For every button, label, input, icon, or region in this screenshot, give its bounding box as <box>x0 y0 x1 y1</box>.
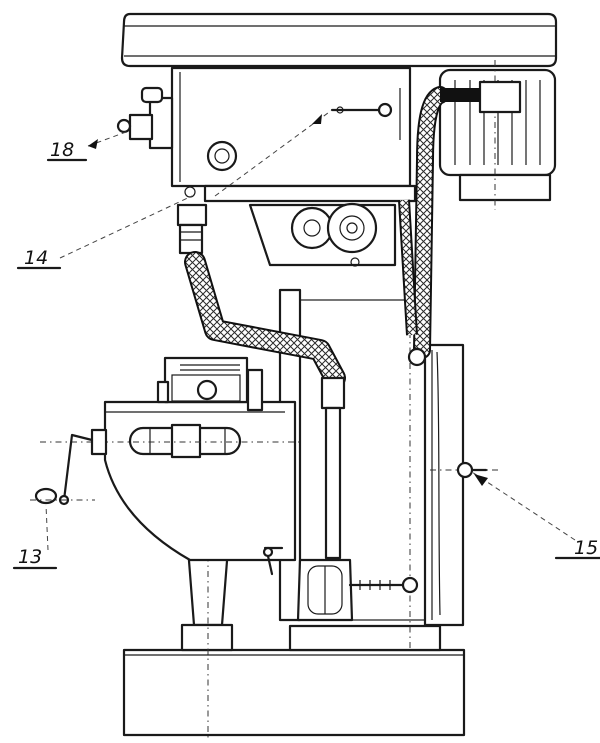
motor <box>438 60 557 210</box>
crank-handle[interactable] <box>30 428 108 506</box>
coolant-hose <box>184 86 480 389</box>
callout-13: 13 <box>18 546 42 568</box>
callout-18: 18 <box>50 139 74 161</box>
callout-labels: 18 14 13 15 <box>18 139 598 568</box>
work-table-console <box>40 356 300 576</box>
top-cap <box>120 12 558 68</box>
callout-14: 14 <box>24 247 48 269</box>
gear-box <box>248 202 397 267</box>
callout-15: 15 <box>574 537 598 559</box>
coolant-pump <box>296 376 419 622</box>
column-lock-knob[interactable] <box>456 461 488 479</box>
callout-leaders <box>12 109 600 570</box>
spindle-fittings <box>176 203 208 255</box>
base-plate <box>122 624 466 737</box>
support-pillar <box>180 540 234 740</box>
head-housing <box>170 66 417 203</box>
side-control-knob[interactable] <box>116 86 174 150</box>
